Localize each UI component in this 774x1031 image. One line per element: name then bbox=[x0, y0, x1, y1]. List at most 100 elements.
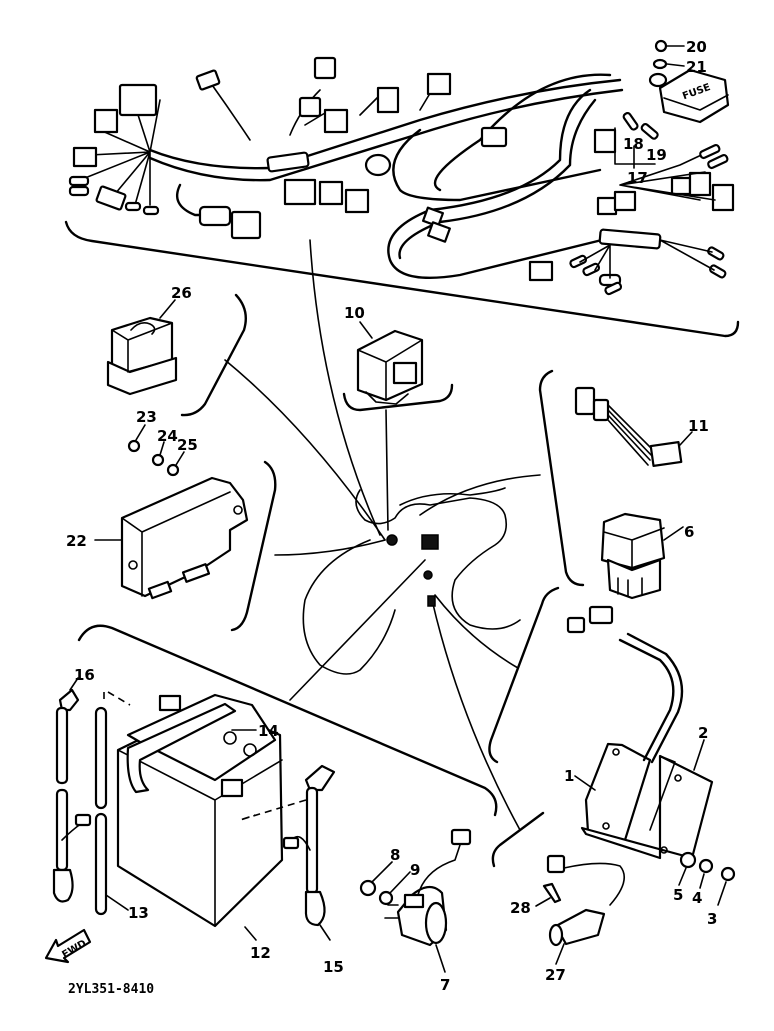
callout-3: 3 bbox=[707, 910, 717, 928]
leader-3 bbox=[717, 881, 727, 906]
callout-26: 26 bbox=[171, 284, 192, 302]
callout-20: 20 bbox=[686, 38, 707, 56]
leader-bracket-frame bbox=[434, 594, 519, 669]
callout-4: 4 bbox=[692, 889, 702, 907]
leader-12 bbox=[244, 926, 257, 941]
callout-7: 7 bbox=[440, 976, 450, 994]
callout-10: 10 bbox=[344, 304, 365, 322]
callout-17: 17 bbox=[627, 169, 648, 187]
bracket-cable[interactable] bbox=[566, 605, 684, 764]
battery-group-boundary bbox=[77, 624, 498, 817]
fuse-19[interactable] bbox=[640, 123, 659, 140]
washer-5[interactable] bbox=[679, 851, 697, 869]
leader-battery-frame bbox=[289, 559, 426, 701]
relay10-group-boundary bbox=[342, 383, 454, 412]
battery-12[interactable] bbox=[116, 693, 284, 928]
nut-4[interactable] bbox=[698, 858, 714, 874]
nut-25[interactable] bbox=[166, 463, 180, 477]
callout-23: 23 bbox=[136, 408, 157, 426]
breather-routing-line bbox=[103, 691, 131, 706]
leader-26 bbox=[159, 299, 176, 319]
breather-pipe-13[interactable] bbox=[94, 706, 108, 916]
leader-1 bbox=[574, 775, 596, 791]
callout-14: 14 bbox=[258, 722, 279, 740]
callout-27: 27 bbox=[545, 966, 566, 984]
leader-6 bbox=[663, 526, 684, 541]
forward-direction-arrow: FWD bbox=[44, 928, 92, 964]
starter-relay-7[interactable] bbox=[384, 828, 472, 947]
bracket-plate-2[interactable] bbox=[580, 754, 714, 860]
leader-relay6-frame bbox=[419, 474, 541, 516]
mount-point bbox=[386, 534, 398, 546]
relay6-group-boundary bbox=[538, 369, 585, 587]
leader-cdi-frame bbox=[274, 539, 386, 556]
cdi-group-boundary bbox=[230, 460, 277, 632]
screw-20[interactable] bbox=[654, 39, 668, 53]
mount-point bbox=[423, 570, 433, 580]
leader-5 bbox=[678, 867, 687, 886]
leader-10 bbox=[359, 321, 373, 339]
bolt-3[interactable] bbox=[720, 866, 736, 882]
leader-13 bbox=[105, 894, 129, 911]
callout-1: 1 bbox=[564, 767, 574, 785]
screw-28[interactable] bbox=[542, 882, 562, 904]
callout-28: 28 bbox=[510, 899, 531, 917]
callout-15: 15 bbox=[323, 958, 344, 976]
bracket-17 bbox=[614, 127, 656, 169]
battery-band-14[interactable] bbox=[126, 702, 237, 794]
callout-11: 11 bbox=[688, 417, 709, 435]
washer-9[interactable] bbox=[378, 890, 394, 906]
battery-lead-15[interactable] bbox=[282, 764, 336, 927]
mount-point bbox=[427, 595, 436, 607]
solenoid-27[interactable] bbox=[546, 854, 626, 947]
sub-wire-harness-11[interactable] bbox=[574, 386, 683, 467]
callout-21: 21 bbox=[686, 58, 707, 76]
relay-6[interactable] bbox=[600, 512, 666, 600]
callout-13: 13 bbox=[128, 904, 149, 922]
cdi-unit-22[interactable] bbox=[120, 476, 249, 600]
callout-5: 5 bbox=[673, 886, 683, 904]
bracket-group-boundary bbox=[488, 586, 560, 764]
callout-2: 2 bbox=[698, 724, 708, 742]
leader-25 bbox=[175, 451, 185, 466]
flasher-relay-10[interactable] bbox=[356, 329, 424, 405]
leader-9 bbox=[389, 871, 411, 894]
relay-26[interactable] bbox=[106, 316, 178, 396]
drawing-code: 2YL351-8410 bbox=[68, 982, 154, 997]
leader-2 bbox=[693, 739, 705, 771]
washer-21[interactable] bbox=[652, 58, 668, 70]
leader-23 bbox=[135, 424, 146, 441]
battery-lead-16[interactable] bbox=[52, 688, 92, 903]
relay-mount-mark bbox=[421, 534, 439, 550]
bracket-1[interactable] bbox=[584, 742, 652, 842]
callout-24: 24 bbox=[157, 427, 178, 445]
leader-solenoid-frame bbox=[431, 599, 521, 831]
leader-16 bbox=[69, 677, 79, 691]
callout-25: 25 bbox=[177, 436, 198, 454]
frame-outline bbox=[355, 489, 521, 630]
leader-24 bbox=[159, 441, 165, 456]
solenoid-group-boundary bbox=[491, 811, 545, 868]
leader-harness-frame bbox=[309, 239, 381, 536]
leader-11 bbox=[679, 431, 693, 446]
leader-7 bbox=[435, 944, 446, 973]
fuse-18[interactable] bbox=[622, 111, 639, 131]
bolt-23[interactable] bbox=[127, 439, 141, 453]
frame-outline-lower bbox=[302, 539, 396, 675]
washer-24[interactable] bbox=[151, 453, 165, 467]
nut-8[interactable] bbox=[359, 879, 377, 897]
callout-16: 16 bbox=[74, 666, 95, 684]
fuse-box[interactable]: FUSE bbox=[658, 68, 730, 124]
leader-relay26-frame bbox=[224, 359, 386, 541]
frame-tank bbox=[399, 487, 506, 506]
wire-harness[interactable] bbox=[68, 56, 735, 296]
callout-12: 12 bbox=[250, 944, 271, 962]
leader-27 bbox=[555, 943, 565, 965]
leader-relay10-frame bbox=[385, 409, 389, 531]
callout-8: 8 bbox=[390, 846, 400, 864]
harness-group-boundary bbox=[64, 220, 740, 338]
callout-19: 19 bbox=[646, 146, 667, 164]
callout-6: 6 bbox=[684, 523, 694, 541]
leader-15 bbox=[319, 924, 331, 941]
